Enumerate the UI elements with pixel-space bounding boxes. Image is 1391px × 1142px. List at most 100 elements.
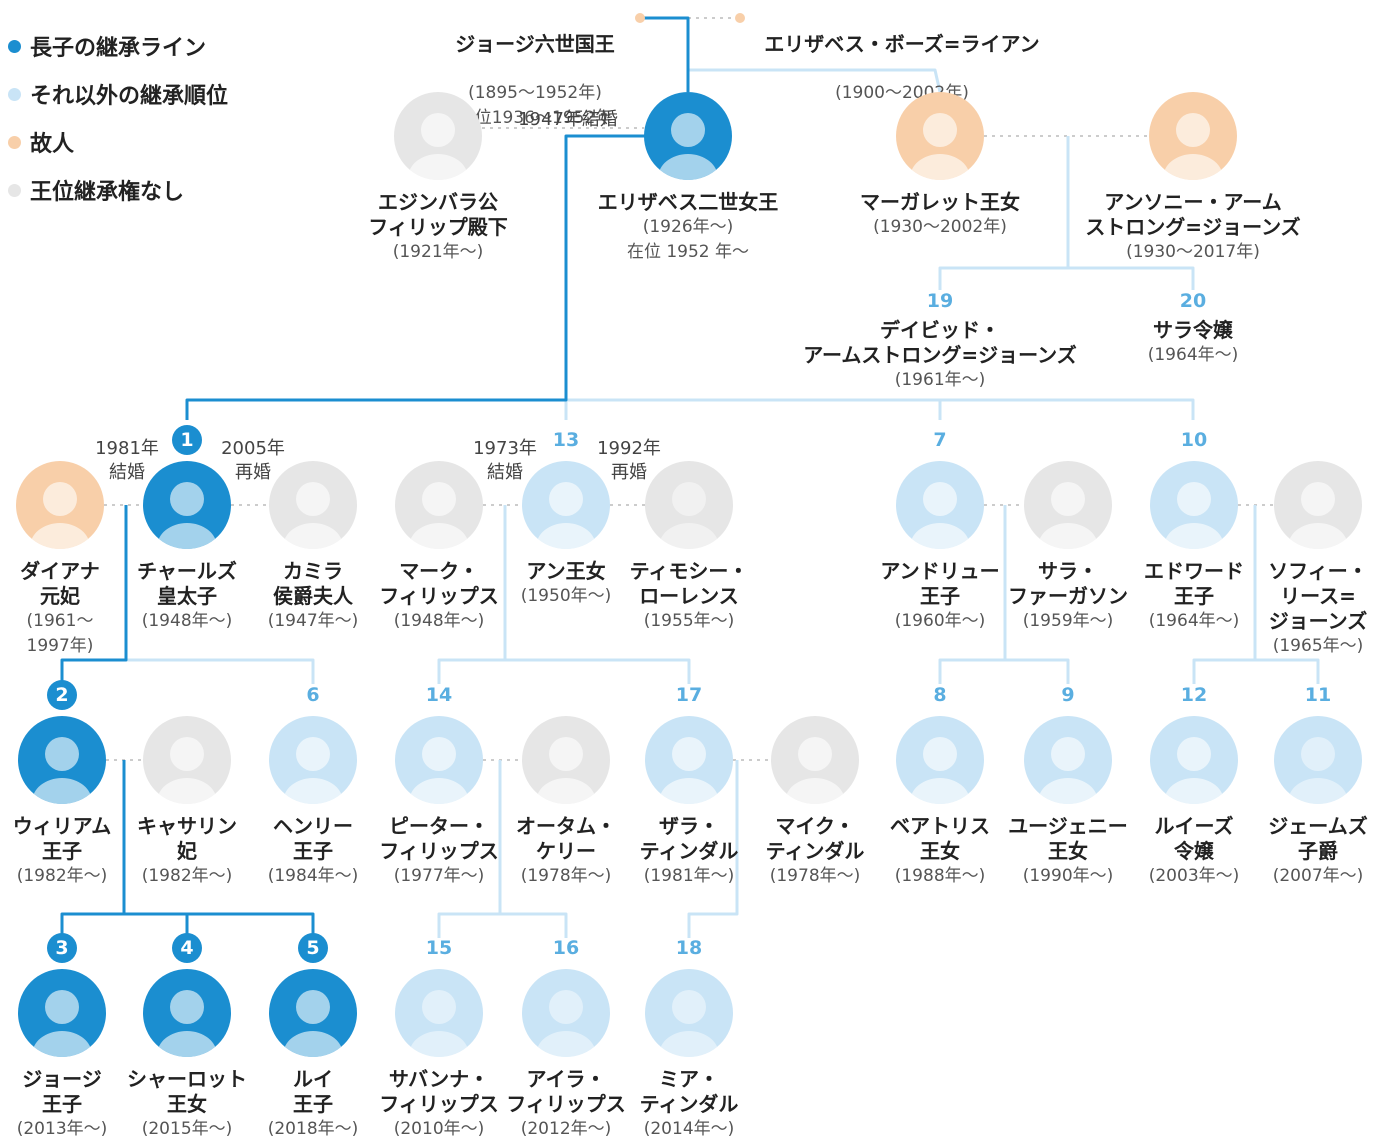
person-name: ジェームズ 子爵 (1268, 814, 1368, 863)
person-info: マーク・ フィリップス (1948年〜) (374, 559, 504, 634)
person-name: エジンバラ公 フィリップ殿下 (368, 190, 508, 239)
person-years: (1961年〜) (894, 370, 986, 390)
legend-label: 故人 (30, 132, 75, 157)
person-name: サバンナ・ フィリップス (379, 1067, 499, 1116)
person-years: (1982年〜) (16, 866, 108, 886)
legend-swatch (8, 135, 21, 149)
person-years: (2012年〜) (520, 1119, 612, 1139)
person-name: マーク・ フィリップス (379, 559, 499, 608)
person-info: ザラ・ ティンダル(1981年〜) (627, 814, 751, 889)
person-years: (2018年〜) (267, 1119, 359, 1139)
person-name: ジョージ 王子 (22, 1067, 102, 1116)
person-name: シャーロット 王女 (127, 1067, 247, 1116)
rank-badge: 17 (675, 684, 703, 706)
person-info: ジェームズ 子爵 (2007年〜) (1252, 814, 1384, 889)
marriage-label-1992: 1992年 再婚 (597, 438, 661, 483)
person-name: チャールズ 皇太子 (137, 559, 237, 608)
person-years: (2003年〜) (1148, 866, 1240, 886)
person-name: アン王女 (526, 559, 606, 583)
succession-line (566, 398, 1195, 420)
rank-badge: 9 (1061, 684, 1075, 706)
portrait-icon (522, 716, 610, 804)
person-name: エリザベス・ボーズ=ライアン (764, 32, 1040, 56)
portrait-icon (896, 716, 984, 804)
succession-line (687, 760, 739, 938)
succession-line (938, 136, 1070, 290)
person-years: (2013年〜) (16, 1119, 108, 1139)
portrait-icon (269, 716, 357, 804)
person-info: カミラ 侯爵夫人(1947年〜) (248, 559, 378, 634)
person-name: カミラ 侯爵夫人 (273, 559, 353, 608)
person-years: (1990年〜) (1022, 866, 1114, 886)
person-years: (1982年〜) (141, 866, 233, 886)
person-years: (1961〜 1997年) (26, 611, 94, 656)
person-info: ダイアナ 元妃(1961〜 1997年) (0, 559, 120, 659)
portrait-icon (522, 461, 610, 549)
legend-label: それ以外の継承順位 (30, 84, 229, 109)
person-name: エリザベス二世女王 (597, 190, 779, 214)
person-years: (2014年〜) (643, 1119, 735, 1139)
silhouette-icon (1274, 716, 1362, 804)
heir-line (60, 760, 126, 938)
portrait-icon (395, 461, 483, 549)
portrait-icon (1149, 92, 1237, 180)
succession-line (688, 68, 942, 93)
legend-item: 王位継承権なし (8, 166, 228, 214)
person-info: キャサリン 妃(1982年〜) (125, 814, 249, 889)
person-name: ルイーズ 令嬢 (1154, 814, 1234, 863)
person-years: (1948年〜) (393, 611, 485, 631)
person-years: (1960年〜) (894, 611, 986, 631)
rank-badge: 2 (47, 680, 77, 710)
person-info: ベアトリス 王女(1988年〜) (878, 814, 1002, 889)
rank-badge: 10 (1180, 429, 1208, 451)
legend-item: 長子の継承ライン (8, 22, 228, 70)
person-years: (1930〜2002年) (873, 217, 1007, 237)
portrait-icon (143, 716, 231, 804)
deceased-dot (635, 13, 645, 23)
person-info: アイラ・ フィリップス(2012年〜) (502, 1067, 630, 1142)
rank-badge: 4 (172, 933, 202, 963)
person-info: ジョージ 王子 (2013年〜) (0, 1067, 124, 1142)
person-years: (1977年〜) (393, 866, 485, 886)
person-info: ユージェニー 王女 (1990年〜) (1002, 814, 1134, 889)
portrait-icon (771, 716, 859, 804)
rank-badge: 12 (1180, 684, 1208, 706)
rank-badge: 8 (933, 684, 947, 706)
person-name: エドワード 王子 (1144, 559, 1244, 608)
person-name: ダイアナ 元妃 (20, 559, 100, 608)
person-info: アン王女(1950年〜) (504, 559, 628, 609)
person-name: ジョージ六世国王 (455, 32, 615, 56)
succession-line (1005, 658, 1070, 684)
person-name: ウィリアム 王子 (12, 814, 112, 863)
person-name: デイビッド・ アームストロング=ジョーンズ (803, 318, 1077, 367)
person-info: マーガレット王女(1930〜2002年) (840, 190, 1040, 240)
person-name: ユージェニー 王女 (1008, 814, 1128, 863)
person-info: ソフィー・ リース= ジョーンズ(1965年〜) (1252, 559, 1384, 659)
marriage-label-2005: 2005年 再婚 (221, 438, 285, 483)
person-name: ティモシー・ ローレンス (629, 559, 749, 608)
person-years: (1930〜2017年) (1126, 242, 1260, 262)
silhouette-icon (522, 969, 610, 1057)
person-years: (2007年〜) (1272, 866, 1364, 886)
portrait-icon (1024, 716, 1112, 804)
person-info: エジンバラ公 フィリップ殿下(1921年〜) (358, 190, 518, 265)
legend-swatch (8, 39, 21, 53)
silhouette-icon (645, 969, 733, 1057)
legend-swatch (8, 183, 21, 197)
portrait-icon (18, 969, 106, 1057)
heir-line (124, 912, 315, 938)
legend-item: 故人 (8, 118, 228, 166)
person-info: サラ令嬢 (1964年〜) (1113, 318, 1273, 368)
person-years: (1964年〜) (1148, 611, 1240, 631)
legend-label: 長子の継承ライン (30, 36, 207, 61)
person-years: (1964年〜) (1147, 345, 1239, 365)
portrait-icon (395, 716, 483, 804)
person-years: (2010年〜) (393, 1119, 485, 1139)
heir-line (60, 505, 128, 684)
person-name: サラ令嬢 (1153, 318, 1233, 342)
person-info: ヘンリー 王子(1984年〜) (251, 814, 375, 889)
succession-line (500, 912, 568, 938)
rank-badge: 5 (298, 933, 328, 963)
person-info: ミア・ ティンダル(2014年〜) (627, 1067, 751, 1142)
person-years: (2015年〜) (141, 1119, 233, 1139)
